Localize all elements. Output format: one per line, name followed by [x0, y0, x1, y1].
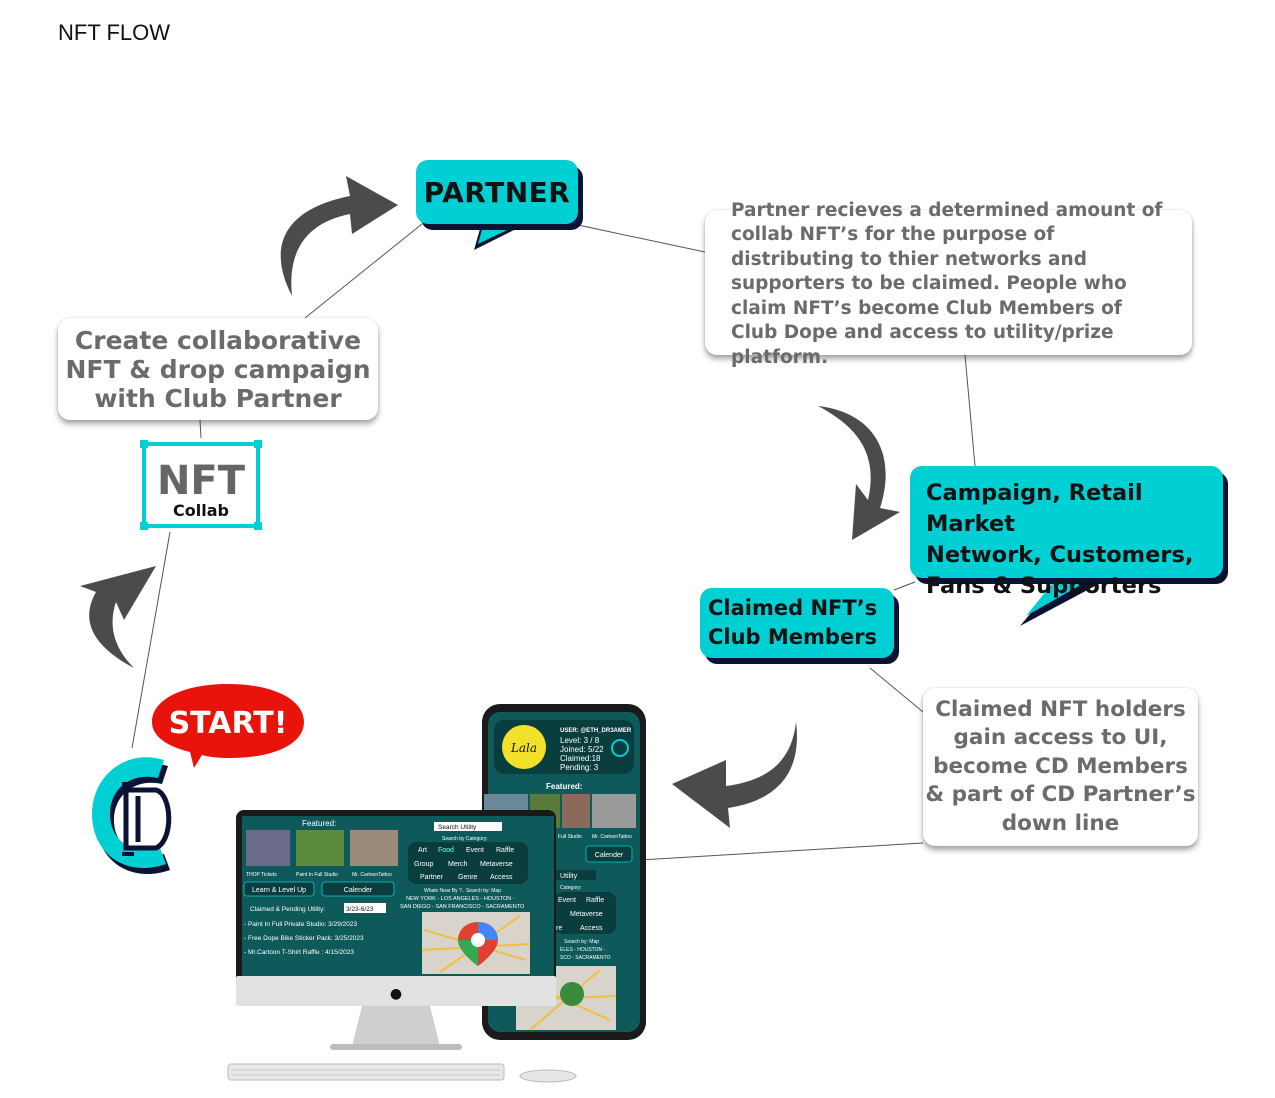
desktop-featured: Featured:	[302, 819, 336, 828]
desktop-cities: NEW YORK - LOS ANGELES - HOUSTON -	[406, 896, 515, 902]
phone-category: Category:	[560, 885, 582, 891]
phone-caption: Mr. CartoonTattoo	[592, 834, 632, 840]
curved-arrow-icon	[280, 176, 398, 296]
connector-desc-campaign	[964, 354, 976, 467]
desktop-category: Access	[490, 874, 513, 881]
desktop-category: Food	[438, 847, 454, 854]
club-dope-logo	[92, 757, 172, 875]
desktop-category: Raffle	[496, 847, 514, 854]
phone-cities: ELES - HOUSTON -	[560, 947, 606, 953]
desktop-caption: Mr. CartoonTattoo	[352, 872, 392, 878]
claimed-line: Club Members	[708, 625, 878, 649]
desktop-utility-item: - Paint In Full Private Studio: 3/29/202…	[244, 921, 357, 928]
claimed-members-node: Claimed NFT’s Club Members	[700, 588, 894, 658]
phone-cat: Raffle	[586, 897, 604, 904]
desktop-utility-item: - Mr.Cartoon T-Shirt Raffle : 4/15/2023	[244, 949, 354, 956]
connector-partner-desc	[577, 224, 706, 253]
campaign-network-node: Campaign, Retail Market Network, Custome…	[910, 466, 1223, 599]
desktop-utility-item: - Free Dope Bike Sticker Pack: 3/25/2023	[244, 935, 364, 942]
connector-create-partner	[304, 223, 423, 319]
campaign-line: Fans & Supporters	[926, 573, 1162, 599]
create-line: NFT & drop campaign	[65, 354, 371, 384]
desktop-category: Merch	[448, 861, 468, 868]
curved-arrow-icon	[80, 566, 156, 668]
page-title: NFT FLOW	[58, 20, 171, 45]
create-line: Create collaborative	[74, 325, 362, 355]
phone-cat: Access	[580, 925, 603, 932]
connector-nft-start	[131, 531, 171, 749]
svg-text:Lala: Lala	[510, 741, 537, 755]
phone-cities: SCO - SACRAMENTO	[560, 955, 611, 961]
phone-cat: Event	[558, 897, 576, 904]
desktop-category: Metaverse	[480, 861, 513, 868]
desktop-utility-range: 3/23-6/23	[346, 906, 374, 913]
desktop-category: Event	[466, 847, 484, 854]
nft-logo-small: Collab	[173, 501, 229, 520]
phone-search-map: Search by: Map	[564, 939, 599, 945]
connector-claimed-holders	[869, 667, 924, 713]
desktop-search-by-category: Search by Category:	[442, 836, 488, 842]
campaign-line: Campaign, Retail Market	[926, 480, 1143, 537]
partner-description-text: Partner recieves a determined amount of …	[731, 199, 1163, 368]
desktop-device: Featured: THOP Tickets Paint In Full Stu…	[227, 810, 577, 1083]
phone-user: USER: @ETH_DR3AMER	[560, 728, 632, 734]
phone-joined: Joined: 5/22	[560, 745, 604, 754]
svg-text:●: ●	[390, 986, 402, 1002]
desktop-calendar-button: Calender	[344, 887, 373, 894]
phone-utility: Utility	[560, 873, 578, 880]
desktop-learn-button: Learn & Level Up	[252, 887, 306, 894]
claimed-line: Claimed NFT’s	[708, 596, 878, 620]
create-campaign-node: Create collaborative NFT & drop campaign…	[58, 318, 378, 420]
phone-pending: Pending: 3	[560, 763, 599, 772]
connector-holders-devices	[639, 842, 924, 861]
holders-line: Claimed NFT holders	[935, 696, 1186, 722]
nft-collab-logo: NFT Collab	[140, 440, 262, 530]
phone-featured: Featured:	[546, 782, 582, 791]
phone-cat: re	[556, 925, 562, 932]
desktop-category: Art	[418, 847, 427, 854]
phone-cat: Metaverse	[570, 911, 603, 918]
curved-arrow-icon	[818, 406, 900, 540]
nft-logo-big: NFT	[157, 458, 246, 504]
desktop-caption: THOP Tickets	[246, 872, 277, 878]
connector-campaign-claimed	[893, 581, 916, 591]
partner-node: PARTNER	[416, 160, 578, 224]
holders-line: gain access to UI,	[953, 725, 1168, 751]
holders-line: down line	[1001, 810, 1120, 836]
create-line: with Club Partner	[94, 383, 342, 413]
start-label: START!	[169, 706, 288, 741]
connector-box-nft	[199, 419, 202, 439]
desktop-whats-near: Whats Near By ?.. Search by: Map	[424, 888, 501, 894]
holders-line: & part of CD Partner’s	[925, 782, 1196, 808]
desktop-utility-header: Claimed & Pending Utility:	[250, 906, 325, 913]
devices-illustration: Lala USER: @ETH_DR3AMER Level: 3 / 8 Joi…	[227, 704, 646, 1083]
desktop-category: Group	[414, 861, 434, 868]
phone-level: Level: 3 / 8	[560, 736, 600, 745]
desktop-category: Genre	[458, 874, 478, 881]
desktop-cities: SAN DIEGO - SAN FRANCISCO - SACRAMENTO	[400, 904, 525, 910]
holders-description-node: Claimed NFT holders gain access to UI, b…	[923, 688, 1198, 846]
start-bubble: START!	[152, 684, 304, 768]
phone-claimed: Claimed:18	[560, 754, 601, 763]
desktop-search-label: Search Utility	[438, 824, 477, 831]
desktop-category: Partner	[420, 874, 444, 881]
holders-line: become CD Members	[933, 753, 1188, 779]
desktop-caption: Paint In Full Studio	[296, 872, 338, 878]
campaign-line: Network, Customers,	[926, 542, 1194, 568]
curved-arrow-icon	[672, 722, 797, 828]
phone-caption: Full Studio	[558, 834, 582, 840]
phone-calendar: Calender	[595, 852, 624, 859]
partner-description-node: Partner recieves a determined amount of …	[705, 200, 1192, 368]
